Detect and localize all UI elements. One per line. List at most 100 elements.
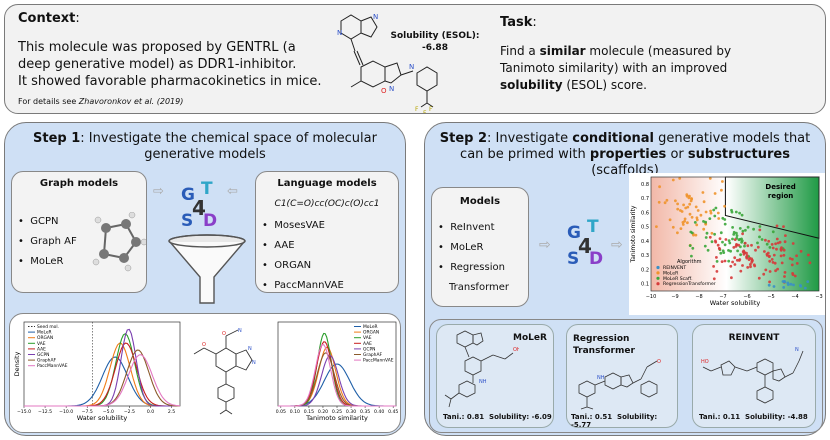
x-tick-label: −3 (815, 294, 822, 300)
scatter-point (723, 243, 727, 247)
legend-label: GCPN (37, 352, 49, 358)
scatter-point (658, 185, 661, 189)
legend-label: VAE (37, 341, 46, 347)
scatter-point (764, 268, 768, 272)
scatter-point (690, 254, 693, 258)
scatter-point (754, 248, 757, 252)
x-tick-label: −5.0 (103, 409, 114, 415)
scatter-point (736, 249, 739, 253)
conditional-model-item: • ReInvent (438, 222, 495, 233)
result-molecule-structure: OH NH (444, 330, 519, 408)
gt4sd-logo: G T 4 S D (181, 179, 218, 231)
svg-text:N: N (337, 29, 342, 37)
scatter-point (706, 248, 710, 252)
graph-models-title: Graph models (39, 178, 119, 189)
scatter-point (782, 225, 785, 228)
scatter-point (723, 259, 727, 263)
svg-text:N: N (238, 328, 242, 334)
x-tick-label: 0.25 (332, 409, 342, 415)
scatter-chart: Desiredregion−10−9−8−7−6−5−4−30.10.20.30… (629, 173, 825, 315)
scatter-point (806, 280, 810, 283)
scatter-point (714, 239, 717, 243)
scatter-point (779, 247, 783, 251)
svg-text:N: N (409, 63, 414, 71)
legend-label: MoLeR (363, 324, 378, 330)
language-model-item: • ORGAN (262, 260, 312, 271)
step2-panel: Step 2: Investigate conditional generati… (424, 122, 826, 436)
scatter-point (684, 206, 688, 210)
result-card-reinvent: REINVENT HO N Tani.: 0.11 Solubility: -4… (692, 324, 816, 428)
series-line-paccmannvae (278, 344, 396, 407)
scatter-point (690, 197, 693, 200)
scatter-point (688, 212, 692, 216)
svg-text:O: O (222, 331, 226, 337)
scatter-point (768, 270, 772, 273)
plot-frame (650, 176, 820, 292)
graph-model-item: • MoLeR (18, 256, 64, 267)
scatter-point (676, 207, 680, 211)
scatter-point (705, 231, 709, 235)
x-tick-label: 0.30 (346, 409, 356, 415)
x-axis-label: Tanimoto similarity (305, 414, 368, 422)
scatter-point (791, 272, 794, 275)
scatter-point (737, 243, 741, 247)
y-tick-label: 0.8 (641, 182, 649, 188)
scatter-point (719, 231, 723, 235)
scatter-point (715, 260, 719, 263)
legend-label: Seed mol. (37, 324, 59, 330)
x-tick-label: −12.5 (38, 409, 52, 415)
svg-text:F: F (429, 106, 433, 113)
y-tick-label: 0.5 (641, 225, 649, 231)
scatter-point (790, 263, 794, 267)
scatter-point (721, 249, 725, 253)
scatter-point (715, 270, 719, 273)
scatter-point (739, 269, 743, 273)
scatter-point (803, 286, 807, 290)
scatter-point (657, 200, 661, 204)
scatter-point (741, 264, 744, 267)
series-line-paccmannvae (24, 354, 181, 407)
scatter-point (746, 244, 750, 248)
scatter-point (681, 221, 685, 224)
scatter-point (663, 201, 667, 205)
y-tick-label: 0.1 (641, 282, 649, 288)
scatter-point (773, 261, 777, 265)
scatter-point (716, 243, 720, 247)
x-tick-label: −7.5 (82, 409, 93, 415)
scatter-point (671, 178, 675, 182)
scatter-point (791, 242, 795, 245)
scatter-point (715, 256, 718, 259)
scatter-point (733, 238, 737, 241)
scatter-point (741, 250, 745, 254)
x-tick-label: −9 (671, 294, 678, 300)
scatter-point (730, 208, 733, 212)
scatter-point (793, 274, 797, 278)
context-details: For details see Zhavoronkov et al. (2019… (18, 97, 184, 106)
scatter-point (775, 247, 778, 251)
scatter-point (732, 246, 736, 249)
x-tick-label: 0.45 (388, 409, 398, 415)
arrow-left-icon: ⇦ (227, 184, 238, 199)
scatter-point (714, 206, 718, 210)
scatter-point (795, 262, 799, 265)
scatter-point (808, 261, 812, 265)
seed-solubility-value: -6.88 (422, 43, 448, 53)
y-tick-label: 0.3 (641, 253, 649, 259)
scatter-point (689, 199, 693, 203)
scatter-point (738, 227, 742, 230)
svg-text:O: O (657, 359, 661, 365)
scatter-point (764, 238, 767, 242)
scatter-point (776, 267, 779, 271)
scatter-point (719, 251, 723, 255)
svg-text:HO: HO (701, 359, 709, 365)
scatter-point (772, 285, 776, 288)
scatter-point (737, 238, 741, 242)
scatter-point (782, 248, 786, 252)
scatter-point (750, 258, 754, 262)
scatter-point (741, 229, 745, 233)
legend-label: AAE (37, 346, 46, 352)
graph-molecule-icon (92, 212, 146, 272)
scatter-point (709, 211, 713, 215)
